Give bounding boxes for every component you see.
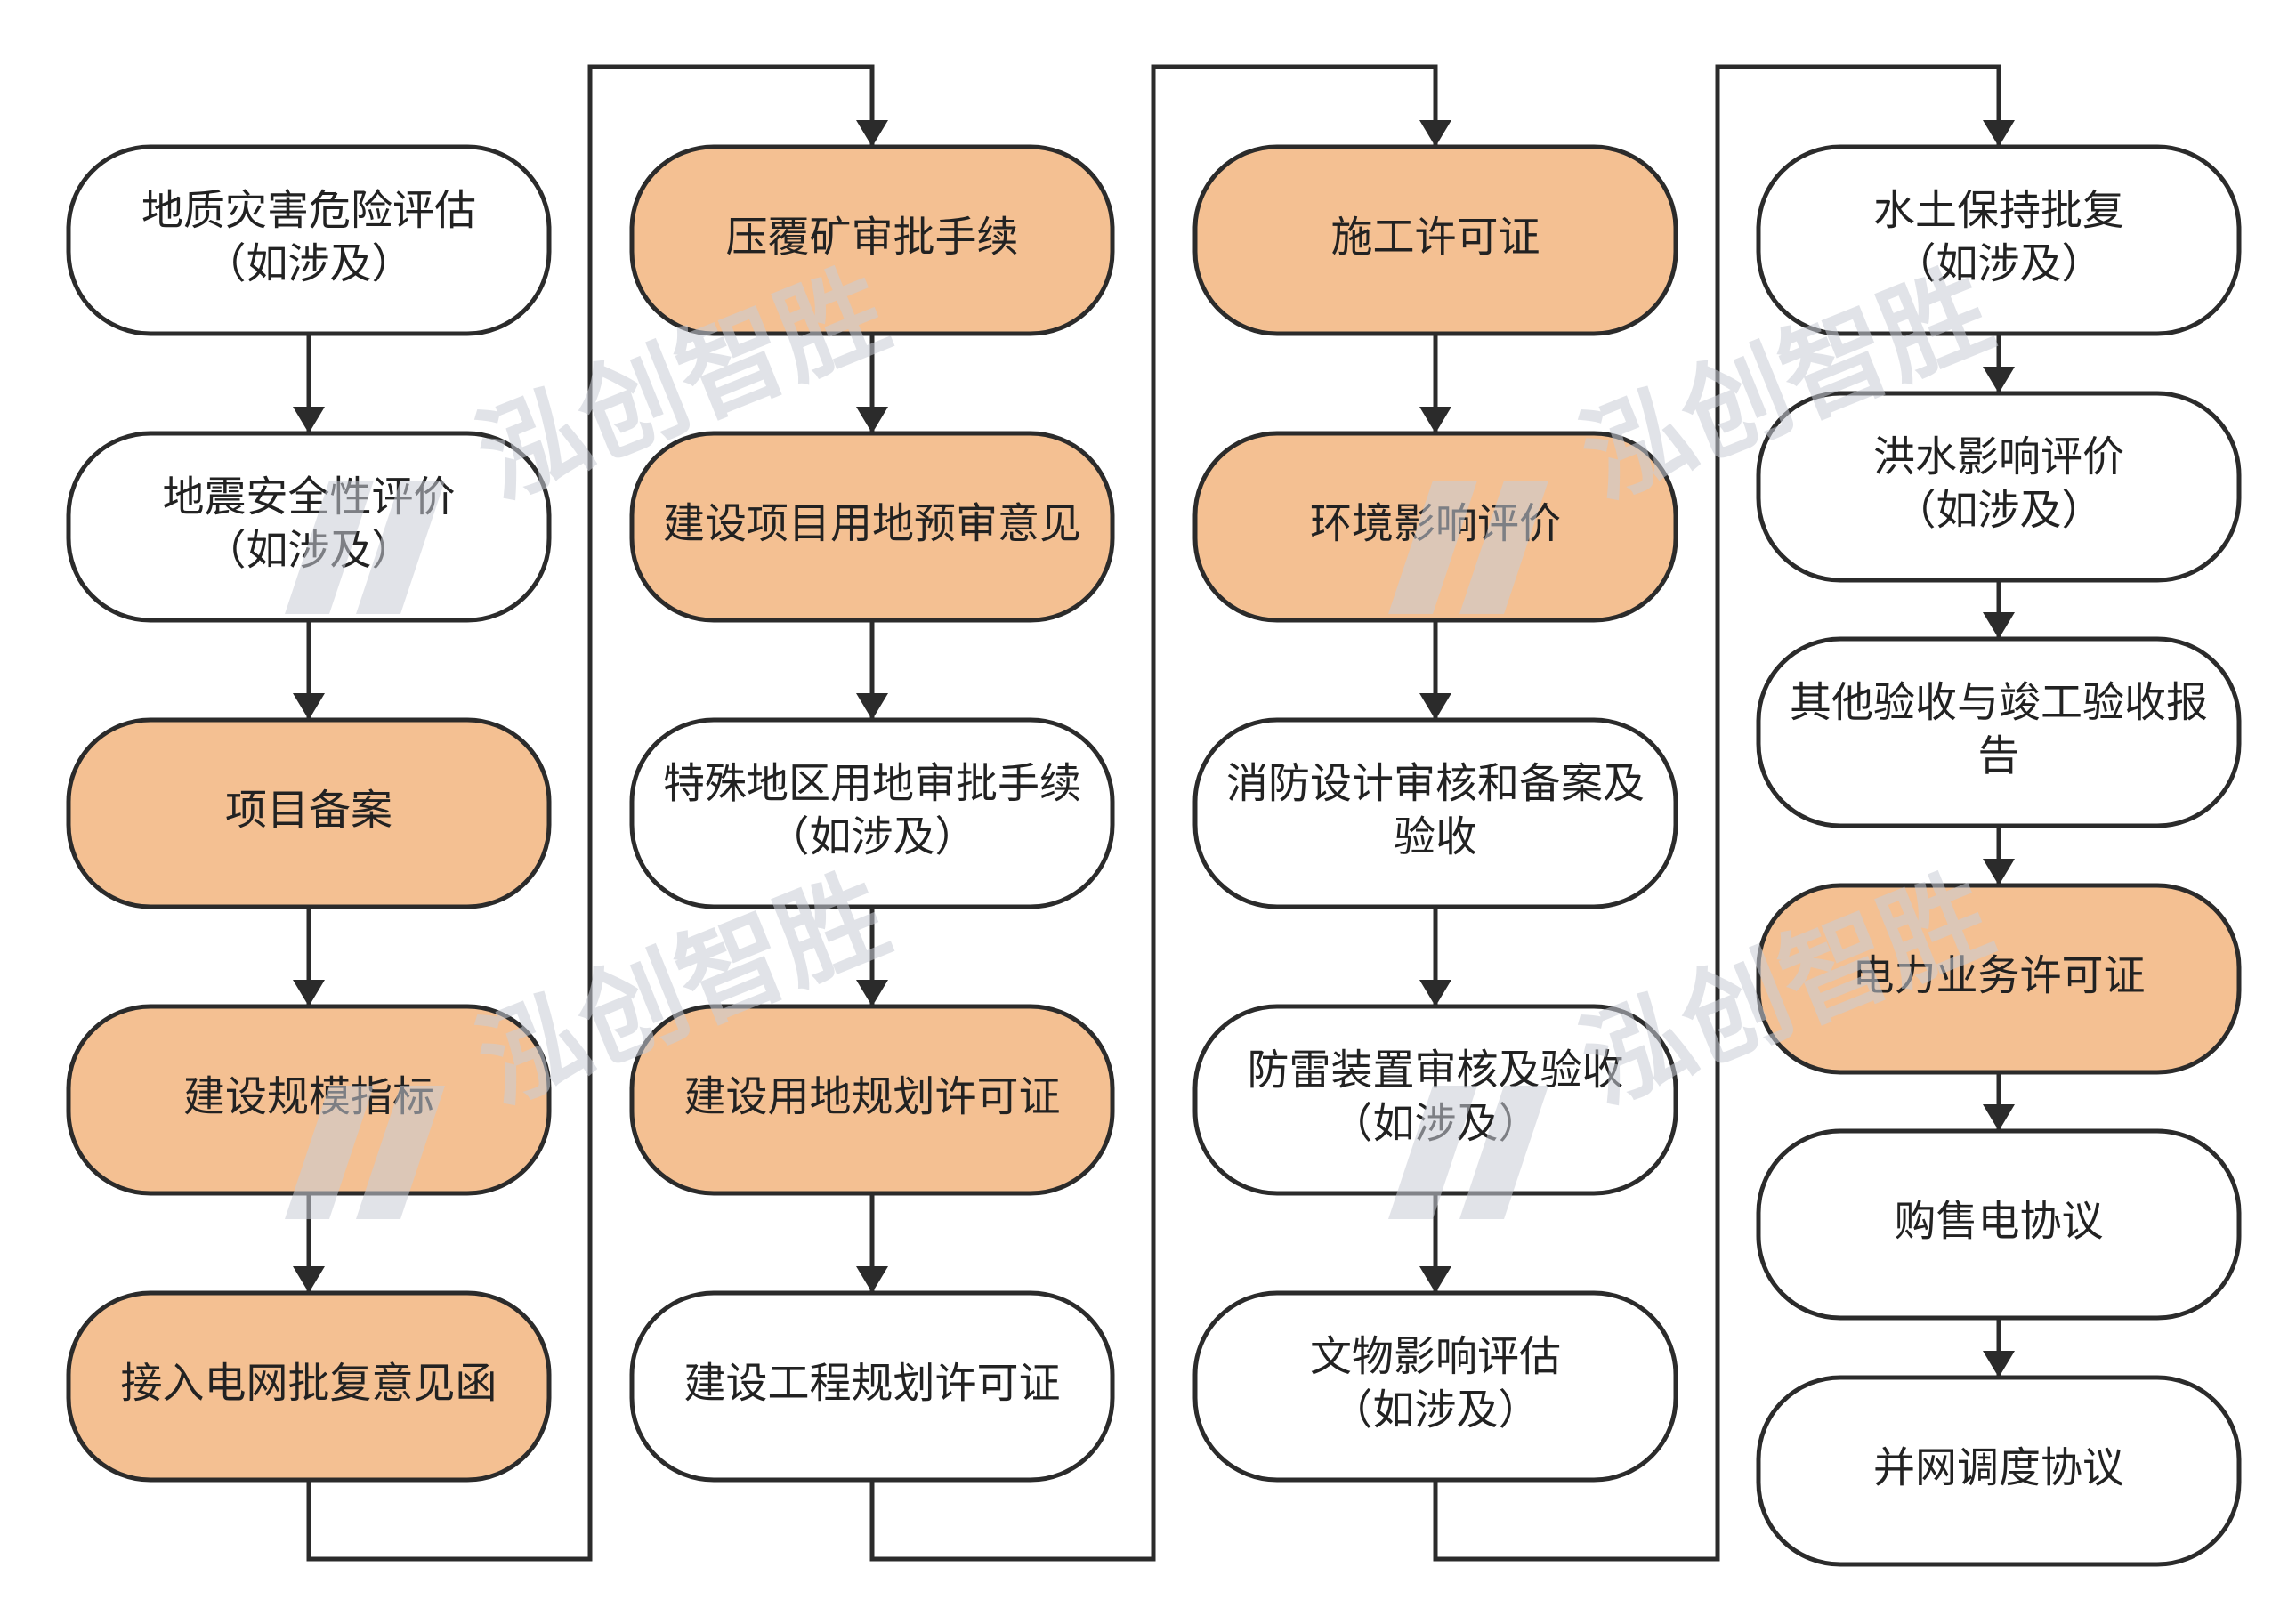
- watermark-logo-icon: [1388, 1086, 1548, 1219]
- step-label-line: 建设项目用地预审意见: [663, 500, 1081, 549]
- flow-node-c4-1: 水土保持批复（如涉及）: [1756, 144, 2242, 336]
- step-box: [66, 144, 552, 336]
- step-label-line: （如涉及）: [1895, 487, 2104, 536]
- step-label-line: 洪水影响评价: [1873, 433, 2124, 482]
- connector-layer: [293, 64, 2015, 1562]
- flow-node-c3-1: 施工许可证: [1192, 144, 1678, 336]
- highlighted-step-box: [629, 431, 1115, 623]
- flow-node-c1-1: 地质灾害危险评估（如涉及）: [66, 144, 552, 336]
- flow-node-c4-5: 购售电协议: [1756, 1128, 2242, 1321]
- step-label-line: 建设用地规划许可证: [684, 1073, 1061, 1122]
- column-link-arrow: [1433, 64, 2015, 1562]
- step-box: [1756, 144, 2242, 336]
- node-layer: 地质灾害危险评估（如涉及）地震安全性评价（如涉及）项目备案建设规模指标接入电网批…: [66, 144, 2242, 1567]
- step-box: [629, 717, 1115, 909]
- watermark-logo-icon: [1388, 481, 1548, 614]
- flow-node-c2-5: 建设工程规划许可证: [629, 1290, 1115, 1483]
- step-label-line: 购售电协议: [1895, 1198, 2104, 1247]
- flow-node-c2-2: 建设项目用地预审意见: [629, 431, 1115, 623]
- step-label-line: （如涉及）: [768, 813, 977, 862]
- step-label-line: 项目备案: [225, 787, 392, 836]
- step-label-line: 水土保持批复: [1873, 187, 2124, 236]
- step-label-line: （如涉及）: [1331, 1386, 1540, 1435]
- column-link-arrow: [306, 64, 888, 1562]
- step-box: [1756, 1375, 2242, 1567]
- step-box: [1756, 391, 2242, 583]
- flow-node-c2-1: 压覆矿审批手续: [629, 144, 1115, 336]
- step-box: [1756, 1128, 2242, 1321]
- step-label-line: （如涉及）: [1895, 240, 2104, 289]
- step-box: [1192, 717, 1678, 909]
- step-label-line: 电力业务许可证: [1853, 952, 2146, 1001]
- step-label-line: 特殊地区用地审批手续: [663, 760, 1081, 809]
- step-label-line: 验收: [1394, 813, 1477, 862]
- step-label-line: 施工许可证: [1331, 214, 1540, 263]
- step-label-line: 告: [1978, 732, 2020, 781]
- flow-node-c1-5: 接入电网批复意见函: [66, 1290, 552, 1483]
- step-label-line: （如涉及）: [205, 240, 414, 289]
- flow-node-c3-5: 文物影响评估（如涉及）: [1192, 1290, 1678, 1483]
- step-label-line: 接入电网批复意见函: [121, 1360, 497, 1409]
- step-box: [66, 431, 552, 623]
- flow-node-c4-2: 洪水影响评价 （如涉及）: [1756, 391, 2242, 583]
- step-box: [1756, 636, 2242, 828]
- step-label-line: 文物影响评估: [1310, 1333, 1561, 1382]
- watermark-logo-icon: [285, 481, 445, 614]
- step-label-line: 其他验收与竣工验收报: [1790, 679, 2208, 728]
- highlighted-step-box: [1192, 144, 1678, 336]
- watermark-logo-icon: [285, 1086, 445, 1219]
- highlighted-step-box: [1756, 883, 2242, 1075]
- step-label-line: 压覆矿审批手续: [726, 214, 1019, 263]
- flow-node-c2-3: 特殊地区用地审批手续（如涉及）: [629, 717, 1115, 909]
- highlighted-step-box: [66, 717, 552, 909]
- step-label-line: 并网调度协议: [1873, 1444, 2124, 1493]
- step-box: [1192, 1290, 1678, 1483]
- flow-node-c1-3: 项目备案: [66, 717, 552, 909]
- step-label-line: 消防设计审核和备案及: [1226, 760, 1645, 809]
- highlighted-step-box: [66, 1290, 552, 1483]
- column-link-arrow: [869, 64, 1451, 1562]
- flow-node-c4-6: 并网调度协议: [1756, 1375, 2242, 1567]
- highlighted-step-box: [629, 1004, 1115, 1196]
- step-label-line: 建设工程规划许可证: [684, 1360, 1061, 1409]
- step-label-line: 地质灾害危险评估: [141, 187, 476, 236]
- flow-node-c2-4: 建设用地规划许可证: [629, 1004, 1115, 1196]
- highlighted-step-box: [629, 144, 1115, 336]
- step-box: [629, 1290, 1115, 1483]
- flow-node-c4-4: 电力业务许可证: [1756, 883, 2242, 1075]
